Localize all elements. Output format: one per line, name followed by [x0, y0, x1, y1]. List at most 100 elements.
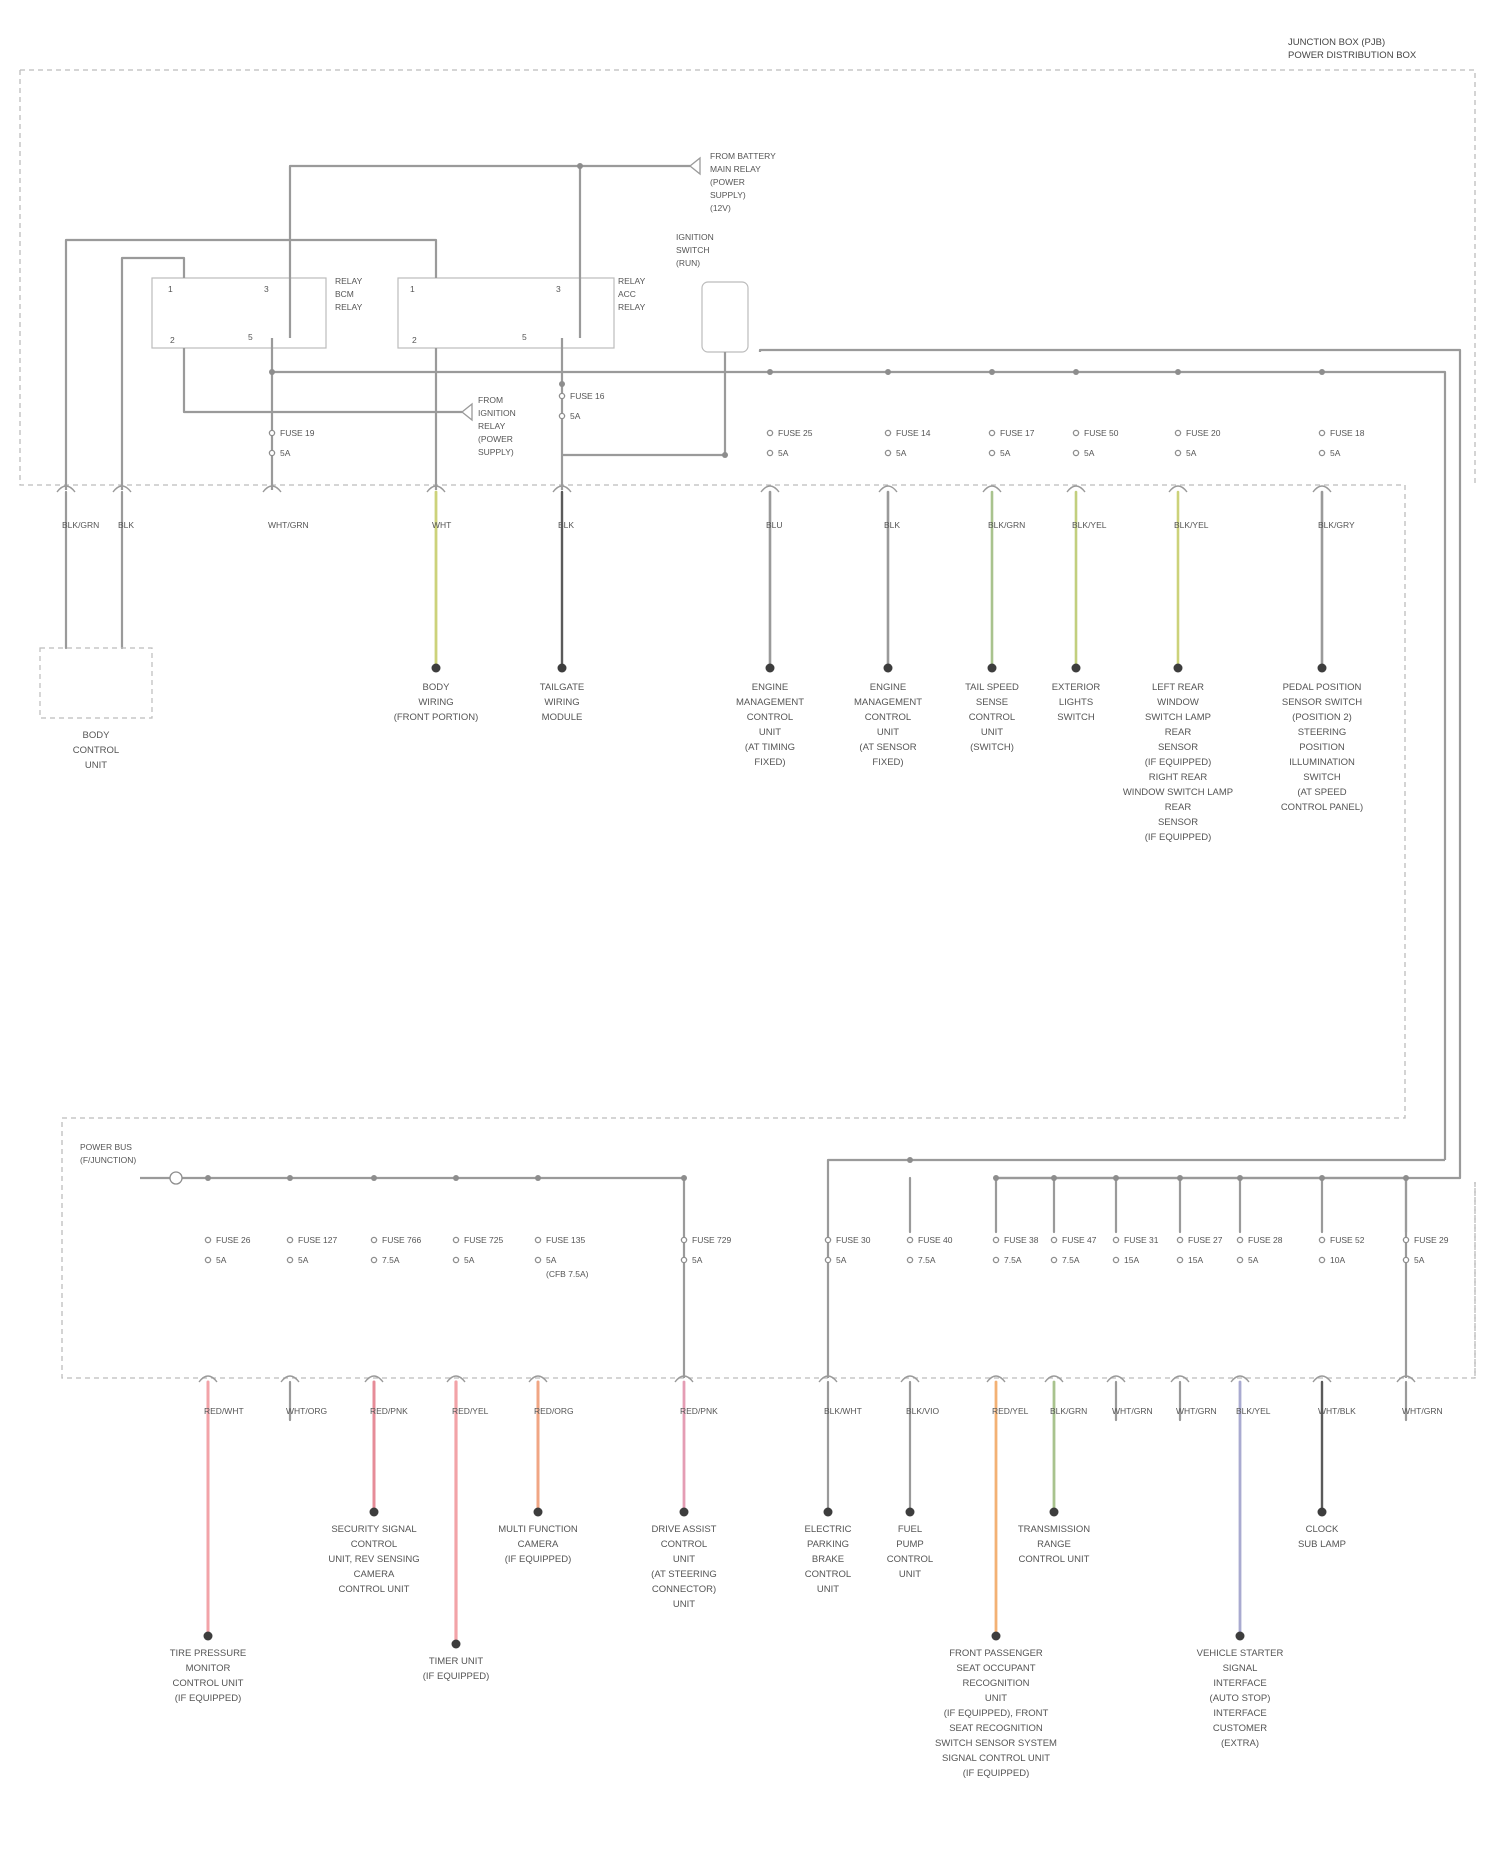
- upper-load-8-line-3: STEERING: [1298, 727, 1347, 738]
- note-mid-arrow: [462, 404, 472, 420]
- upper-fuse-2-bottom: [767, 450, 772, 455]
- upper-fuse-1-amp: 5A: [570, 411, 581, 421]
- lower-wire-13: WHT/BLK: [1318, 1406, 1356, 1416]
- hub-low-terminal: [170, 1172, 182, 1184]
- relay-2-label-1: RELAY: [618, 276, 646, 286]
- lower-load-5-line-3: CONTROL: [805, 1569, 851, 1580]
- lower-load-1-line-2: UNIT, REV SENSING: [328, 1554, 419, 1565]
- upper-fuse-7-name: FUSE 18: [1330, 428, 1365, 438]
- lower-left-bus: [182, 1178, 684, 1378]
- upper-tap-0: [767, 369, 773, 375]
- lower-left-tap-0: [205, 1175, 211, 1181]
- lowerL-fuse-0-amp: 5A: [216, 1255, 227, 1265]
- upper-load-5-line-2: CONTROL: [969, 712, 1015, 723]
- lowerR-fuse-5-bottom: [1177, 1257, 1182, 1262]
- note-top: FROM BATTERY MAIN RELAY (POWER SUPPLY) (…: [710, 151, 776, 213]
- lowerR-fuse-5-name: FUSE 27: [1188, 1235, 1223, 1245]
- sensor-label-2: SWITCH: [676, 245, 710, 255]
- lowerL-fuse-4-top: [535, 1237, 540, 1242]
- upper-load-6-line-0: EXTERIOR: [1052, 682, 1101, 693]
- upper-fuse-6-name: FUSE 20: [1186, 428, 1221, 438]
- lower-load-end-12: [1236, 1632, 1245, 1641]
- lower-right-tap-4: [1237, 1175, 1243, 1181]
- lower-right-tap-0: [993, 1175, 999, 1181]
- sensor-label-3: (RUN): [676, 258, 700, 268]
- upper-wire-3: WHT: [432, 520, 451, 530]
- upper-fuse-5-name: FUSE 50: [1084, 428, 1119, 438]
- lower-wire-5: RED/PNK: [680, 1406, 718, 1416]
- svg-text:1: 1: [168, 284, 173, 294]
- upper-load-7-line-2: SWITCH LAMP: [1145, 712, 1211, 723]
- upper-load-end-6: [1174, 664, 1183, 673]
- upper-fuse-0-top: [269, 430, 274, 435]
- lower-load-end-6: [824, 1508, 833, 1517]
- upper-load-5-line-4: (SWITCH): [970, 742, 1014, 753]
- upper-fuse-7-top: [1319, 430, 1324, 435]
- lowerR-fuse-1-name: FUSE 40: [918, 1235, 953, 1245]
- upper-load-7-line-0: LEFT REAR: [1152, 682, 1204, 693]
- lower-load-2-line-1: (IF EQUIPPED): [423, 1671, 490, 1682]
- lowerR-fuse-0-amp: 5A: [836, 1255, 847, 1265]
- upper-fuse-0-name: FUSE 19: [280, 428, 315, 438]
- lower-load-7-line-6: SWITCH SENSOR SYSTEM: [935, 1738, 1057, 1749]
- upper-load-5-line-0: TAIL SPEED: [965, 682, 1019, 693]
- upper-load-end-1: [558, 664, 567, 673]
- lowerL-fuse-5-amp: 5A: [692, 1255, 703, 1265]
- upper-fuse-0-amp: 5A: [280, 448, 291, 458]
- upper-fuse-4-name: FUSE 17: [1000, 428, 1035, 438]
- lower-load-7-line-2: RECOGNITION: [962, 1678, 1029, 1689]
- lower-wire-7: BLK/VIO: [906, 1406, 939, 1416]
- upper-load-8-line-1: SENSOR SWITCH: [1282, 697, 1362, 708]
- upper-load-3-line-4: (AT TIMING: [745, 742, 795, 753]
- lower-left-tap-1: [287, 1175, 293, 1181]
- lower-load-9-line-2: INTERFACE: [1213, 1678, 1266, 1689]
- lowerR-fuse-1-amp: 7.5A: [918, 1255, 936, 1265]
- lower-load-4-line-4: CONNECTOR): [652, 1584, 716, 1595]
- svg-text:2: 2: [412, 335, 417, 345]
- lower-load-end-5: [680, 1508, 689, 1517]
- lower-load-2-line-0: TIMER UNIT: [429, 1656, 484, 1667]
- upper-fuse-2-amp: 5A: [778, 448, 789, 458]
- relay-2-box: [398, 278, 614, 348]
- lower-right-feed-a: [828, 1160, 1445, 1378]
- lower-load-7-line-1: SEAT OCCUPANT: [956, 1663, 1035, 1674]
- upper-fuse-1-top: [559, 393, 564, 398]
- svg-text:5: 5: [522, 332, 527, 342]
- upper-tap-2: [989, 369, 995, 375]
- upper-load-7-line-6: RIGHT REAR: [1149, 772, 1208, 783]
- lowerR-fuse-4-top: [1113, 1237, 1118, 1242]
- relay-1-box: [152, 278, 326, 348]
- upper-fuse-7-amp: 5A: [1330, 448, 1341, 458]
- lowerR-fuse-0-name: FUSE 30: [836, 1235, 871, 1245]
- upper-wire-0: BLK/GRN: [62, 520, 99, 530]
- lower-load-end-0: [204, 1632, 213, 1641]
- lower-right-tap-1: [1051, 1175, 1057, 1181]
- upper-load-7-line-7: WINDOW SWITCH LAMP: [1123, 787, 1233, 798]
- upper-load-end-5: [1072, 664, 1081, 673]
- box-boundary-outline: [20, 70, 1475, 1378]
- lower-load-0-line-3: (IF EQUIPPED): [175, 1693, 242, 1704]
- relay-2-label-3: RELAY: [618, 302, 646, 312]
- upper-load-8-line-0: PEDAL POSITION: [1283, 682, 1362, 693]
- upper-wire-9: BLK/YEL: [1174, 520, 1209, 530]
- upper-load-2-line-0: TAILGATE: [540, 682, 585, 693]
- upper-fuse-1-name: FUSE 16: [570, 391, 605, 401]
- svg-text:SUPPLY): SUPPLY): [710, 190, 746, 200]
- lower-left-tap-3: [453, 1175, 459, 1181]
- lower-right-tap-5: [1319, 1175, 1325, 1181]
- upper-load-end-7: [1318, 664, 1327, 673]
- upper-load-4-line-3: UNIT: [877, 727, 899, 738]
- lowerR-fuse-5-top: [1177, 1237, 1182, 1242]
- lower-load-9-line-0: VEHICLE STARTER: [1197, 1648, 1284, 1659]
- lower-load-10-line-0: CLOCK: [1306, 1524, 1339, 1535]
- upper-fuse-7-bottom: [1319, 450, 1324, 455]
- lowerL-fuse-1-bottom: [287, 1257, 292, 1262]
- upper-load-7-line-1: WINDOW: [1157, 697, 1199, 708]
- svg-text:RELAY: RELAY: [478, 421, 506, 431]
- lowerL-fuse-4-extra: (CFB 7.5A): [546, 1269, 589, 1279]
- upper-load-8-line-7: (AT SPEED: [1297, 787, 1346, 798]
- upper-load-end-0: [432, 664, 441, 673]
- upper-fuse-2-name: FUSE 25: [778, 428, 813, 438]
- svg-text:3: 3: [556, 284, 561, 294]
- lower-load-end-2: [370, 1508, 379, 1517]
